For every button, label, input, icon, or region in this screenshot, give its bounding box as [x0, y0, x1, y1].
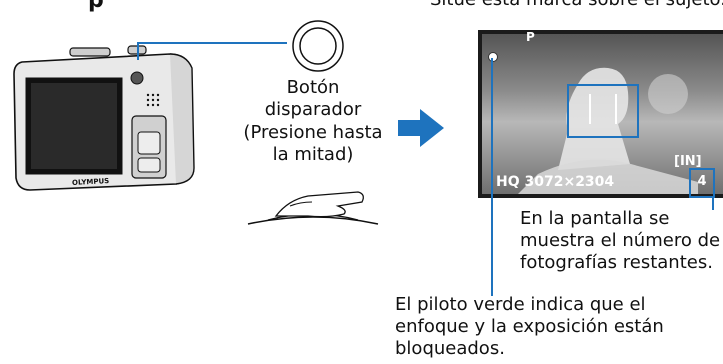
green-lamp-caption-line2: enfoque y la exposición están: [395, 316, 664, 337]
next-step-arrow: [398, 109, 444, 147]
green-lamp-caption-line3: bloqueados.: [395, 338, 505, 359]
shooting-mode: P: [526, 30, 535, 44]
target-mark-caption: Sitúe esta marca sobre el sujeto.: [430, 0, 723, 11]
remaining-caption-line3: fotografías restantes.: [520, 252, 713, 273]
af-frame: [567, 84, 639, 138]
shutter-label-line2: disparador: [264, 99, 362, 120]
green-lamp-leader: [491, 58, 493, 296]
resolution-indicator: HQ 3072×2304: [496, 174, 615, 190]
half-press-label: (Presione hasta la mitad): [238, 122, 388, 166]
remaining-shots-caption: En la pantalla se muestra el número de f…: [520, 208, 720, 274]
af-target-mark: [589, 94, 617, 124]
camera-illustration: [13, 45, 195, 191]
half-press-line1: (Presione hasta: [243, 122, 383, 143]
remaining-count-frame: 4: [689, 168, 715, 198]
memory-indicator: [IN]: [674, 154, 702, 169]
remaining-leader: [712, 198, 714, 210]
shutter-leader-horizontal: [137, 42, 287, 44]
shutter-label-line1: Botón: [286, 77, 340, 98]
section-heading: p: [88, 0, 104, 13]
shutter-button-label: Botón disparador: [243, 77, 383, 121]
remaining-caption-line2: muestra el número de: [520, 230, 721, 251]
shutter-leader-vertical: [137, 42, 139, 60]
shutter-button-icon: [292, 20, 344, 72]
lcd-screen-preview: P [IN] HQ 3072×2304 4: [478, 30, 723, 198]
scene-subject: [518, 67, 698, 194]
finger-press-illustration: [247, 191, 379, 225]
green-lamp-caption-line1: El piloto verde indica que el: [395, 294, 646, 315]
green-lamp-caption: El piloto verde indica que el enfoque y …: [395, 294, 664, 360]
remaining-caption-line1: En la pantalla se: [520, 208, 670, 229]
half-press-line2: la mitad): [272, 144, 354, 165]
green-lamp-indicator: [488, 52, 498, 62]
